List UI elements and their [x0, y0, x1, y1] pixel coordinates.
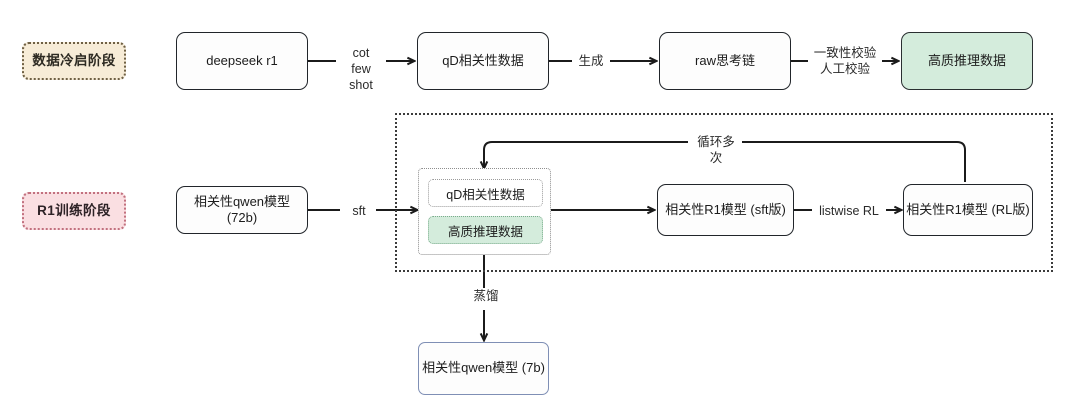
node-qwen-7b[interactable]: 相关性qwen模型 (7b) [418, 342, 549, 395]
node-high-quality-data-label: 高质推理数据 [927, 52, 1006, 68]
edge-label-cot-few-shot: cot few shot [336, 45, 386, 93]
stage-tag-cold-start: 数据冷启阶段 [22, 42, 126, 80]
stage-tag-cold-start-label: 数据冷启阶段 [32, 52, 116, 68]
node-qd-relevance-data-label: qD相关性数据 [442, 52, 524, 68]
stage-tag-r1-training-label: R1训练阶段 [37, 202, 111, 218]
chip-high-quality-data[interactable]: 高质推理数据 [428, 216, 543, 244]
edge-label-generate: 生成 [572, 53, 610, 69]
chip-qd-relevance-data[interactable]: qD相关性数据 [428, 179, 543, 207]
node-raw-cot[interactable]: raw思考链 [659, 32, 791, 90]
node-qwen-7b-label: 相关性qwen模型 (7b) [422, 360, 545, 376]
edge-label-distill: 蒸馏 [462, 288, 510, 304]
node-r1-rl[interactable]: 相关性R1模型 (RL版) [903, 184, 1033, 236]
edge-label-loop-many-times: 循环多次 [690, 134, 742, 166]
r1-training-region [395, 113, 1053, 272]
chip-high-quality-data-label: 高质推理数据 [447, 224, 523, 239]
node-qwen-72b-label: 相关性qwen模型 (72b) [193, 193, 291, 225]
chip-qd-relevance-data-label: qD相关性数据 [446, 187, 525, 202]
sft-dataset-group: qD相关性数据 高质推理数据 [418, 168, 551, 255]
node-deepseek-r1[interactable]: deepseek r1 [176, 32, 308, 90]
edge-label-listwise-rl: listwise RL [812, 203, 886, 219]
node-r1-sft[interactable]: 相关性R1模型 (sft版) [657, 184, 794, 236]
stage-tag-r1-training: R1训练阶段 [22, 192, 126, 230]
node-qwen-72b[interactable]: 相关性qwen模型 (72b) [176, 186, 308, 234]
edge-label-sft: sft [342, 203, 376, 219]
edge-label-consistency-check: 一致性校验 人工校验 [808, 45, 882, 77]
node-raw-cot-label: raw思考链 [695, 52, 755, 68]
node-deepseek-r1-label: deepseek r1 [206, 52, 278, 68]
node-r1-rl-label: 相关性R1模型 (RL版) [906, 201, 1030, 217]
node-qd-relevance-data[interactable]: qD相关性数据 [417, 32, 549, 90]
node-r1-sft-label: 相关性R1模型 (sft版) [665, 201, 786, 217]
node-high-quality-data[interactable]: 高质推理数据 [901, 32, 1033, 90]
